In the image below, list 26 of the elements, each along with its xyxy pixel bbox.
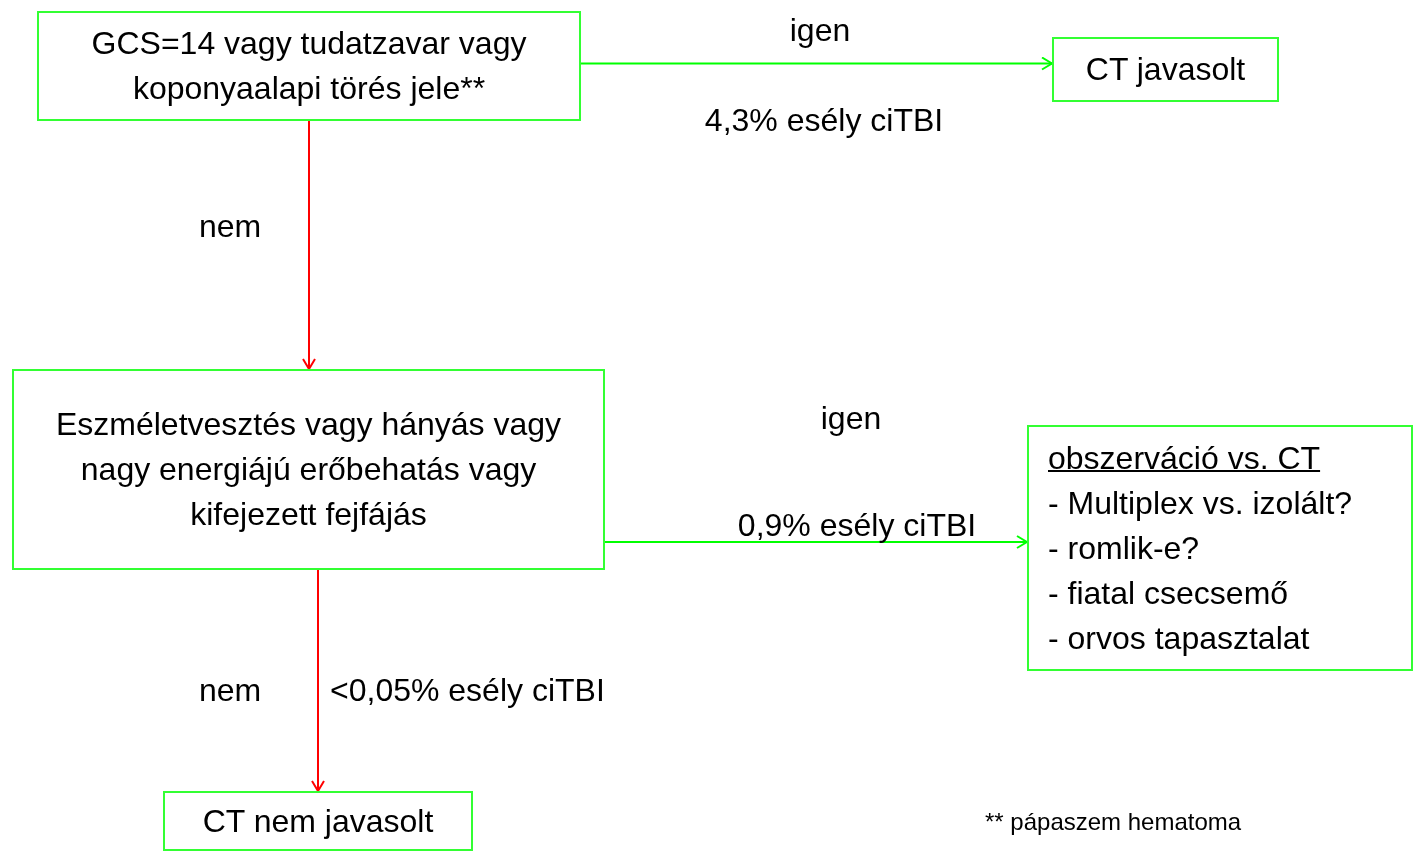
edge-label: nem — [198, 672, 262, 708]
probability-note: 0,9% esély ciTBI — [737, 507, 977, 543]
probability-note: <0,05% esély ciTBI — [330, 672, 605, 708]
node-text: Eszméletvesztés vagy hányás vagy nagy energiájú erőbehatás vagy kifejezett fejfájás — [54, 405, 563, 534]
list-item: - fiatal csecsemő — [1048, 573, 1289, 613]
result-box — [1027, 425, 1413, 671]
node-text: CT nem javasolt — [202, 801, 434, 841]
result-box — [1052, 37, 1279, 102]
arrow — [604, 535, 1028, 549]
arrow — [311, 569, 325, 792]
edge-label: nem — [198, 208, 262, 244]
result-box — [163, 791, 473, 851]
list-item: - Multiplex vs. izolált? — [1048, 483, 1353, 523]
heading-text: obszerváció vs. CT — [1048, 438, 1321, 478]
node-text: CT javasolt — [1085, 50, 1246, 89]
edge-label: igen — [789, 12, 851, 48]
footnote: ** pápaszem hematoma — [985, 807, 1242, 837]
decision-box — [12, 369, 605, 570]
decision-box — [37, 11, 581, 121]
probability-note: 4,3% esély ciTBI — [704, 102, 944, 138]
arrow — [302, 120, 316, 370]
arrow — [580, 56, 1053, 71]
list-item: - orvos tapasztalat — [1048, 618, 1310, 658]
list-item: - romlik-e? — [1048, 528, 1200, 568]
edge-label: igen — [820, 400, 882, 436]
node-text: GCS=14 vagy tudatzavar vagy koponyaalapi törés jele** — [90, 24, 528, 108]
